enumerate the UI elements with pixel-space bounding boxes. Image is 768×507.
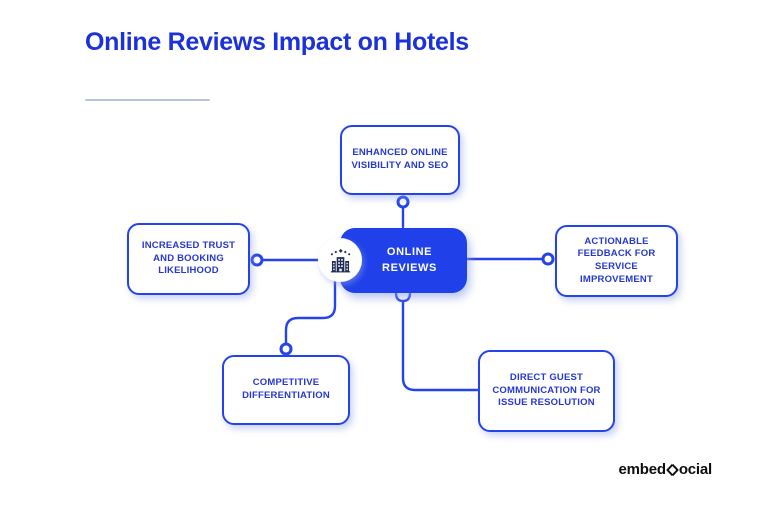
- connector-bottom-right: [401, 299, 481, 392]
- title-underline: [85, 99, 210, 101]
- connector-dot-right: [541, 252, 555, 266]
- connector-bottom-left: [284, 279, 337, 345]
- s-chevron-mark: [665, 463, 679, 476]
- connector-dot-left: [250, 253, 264, 267]
- page-title: Online Reviews Impact on Hotels: [85, 28, 469, 56]
- node-label: ACTIONABLE FEEDBACK FOR SERVICE IMPROVEM…: [577, 235, 656, 285]
- node-label: ENHANCED ONLINE VISIBILITY AND SEO: [351, 147, 449, 171]
- node-actionable-feedback: ACTIONABLE FEEDBACK FOR SERVICE IMPROVEM…: [555, 225, 678, 297]
- embedsocial-logo: embed ocial: [618, 461, 712, 478]
- hotel-stars-icon: [330, 248, 350, 272]
- logo-text-prefix: embed: [618, 461, 666, 478]
- node-increased-trust: INCREASED TRUST AND BOOKING LIKELIHOOD: [127, 223, 250, 295]
- node-label: INCREASED TRUST AND BOOKING LIKELIHOOD: [141, 239, 236, 277]
- node-competitive-differentiation: COMPETITIVE DIFFERENTIATION: [222, 355, 350, 425]
- node-direct-guest-communication: DIRECT GUEST COMMUNICATION FOR ISSUE RES…: [478, 350, 615, 432]
- node-enhanced-visibility: ENHANCED ONLINE VISIBILITY AND SEO: [340, 125, 460, 195]
- connector-dot-top: [396, 195, 410, 209]
- center-node-label: ONLINE REVIEWS: [382, 246, 437, 274]
- node-label: DIRECT GUEST COMMUNICATION FOR ISSUE RES…: [492, 371, 601, 409]
- center-node-icon-badge: [318, 238, 362, 282]
- connector-dot-bottom-left: [279, 342, 293, 356]
- logo-text-suffix: ocial: [678, 461, 712, 478]
- node-label: COMPETITIVE DIFFERENTIATION: [242, 377, 330, 401]
